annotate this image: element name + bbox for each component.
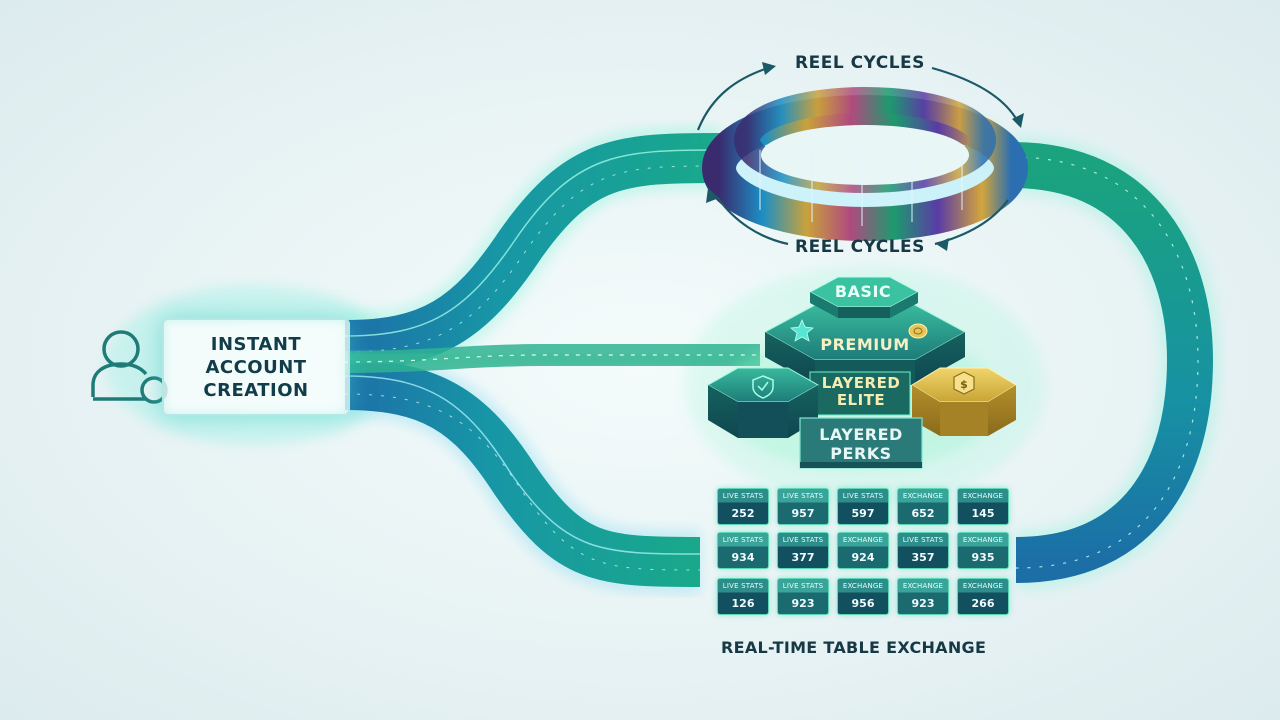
exchange-cell: EXCHANGE 652 — [897, 488, 949, 525]
exchange-cell-value: 357 — [911, 551, 935, 564]
exchange-cell: LIVE STATS 957 — [777, 488, 829, 525]
exchange-cell-value: 935 — [971, 551, 995, 564]
exchange-cell-value: 923 — [791, 597, 815, 610]
exchange-cell: EXCHANGE 923 — [897, 578, 949, 615]
dollar-symbol: $ — [960, 378, 968, 391]
tier-elite-line-1: LAYERED — [821, 374, 901, 392]
exchange-cell-value: 597 — [851, 507, 875, 520]
shield-icon — [752, 375, 774, 399]
exchange-cell-header: EXCHANGE — [842, 536, 884, 544]
user-plus-icon — [91, 330, 148, 401]
exchange-cell-value: 266 — [971, 597, 995, 610]
reel-cycles-bottom-label: REEL CYCLES — [795, 237, 925, 257]
exchange-cell: LIVE STATS 377 — [777, 532, 829, 569]
exchange-cell-header: EXCHANGE — [902, 492, 944, 500]
exchange-cell-header: LIVE STATS — [722, 582, 764, 590]
tier-layered-perks-label: LAYERED PERKS — [800, 425, 922, 463]
account-line-2: ACCOUNT — [205, 356, 307, 378]
exchange-cell-value: 126 — [731, 597, 755, 610]
exchange-cell: EXCHANGE 924 — [837, 532, 889, 569]
exchange-cell-value: 956 — [851, 597, 875, 610]
exchange-cell: EXCHANGE 266 — [957, 578, 1009, 615]
exchange-cell-value: 924 — [851, 551, 875, 564]
middle-flow-path — [344, 338, 760, 379]
exchange-cell-header: EXCHANGE — [962, 492, 1004, 500]
tier-elite-line-2: ELITE — [836, 391, 886, 409]
exchange-cell: LIVE STATS 357 — [897, 532, 949, 569]
exchange-cell-value: 377 — [791, 551, 815, 564]
exchange-cell-value: 252 — [731, 507, 755, 520]
exchange-cell-header: LIVE STATS — [782, 492, 824, 500]
tier-basic-label: BASIC — [834, 282, 892, 301]
exchange-cell-header: LIVE STATS — [782, 536, 824, 544]
exchange-cell-header: EXCHANGE — [842, 582, 884, 590]
reel-cycles-top-label: REEL CYCLES — [795, 53, 925, 73]
exchange-cell-header: LIVE STATS — [782, 582, 824, 590]
exchange-cell-value: 934 — [731, 551, 755, 564]
tier-stack — [706, 276, 1017, 470]
exchange-cell: EXCHANGE 956 — [837, 578, 889, 615]
tier-perks-line-1: LAYERED — [819, 425, 903, 444]
exchange-caption: REAL-TIME TABLE EXCHANGE — [721, 638, 987, 657]
exchange-cell: LIVE STATS 934 — [717, 532, 769, 569]
exchange-cell: LIVE STATS 923 — [777, 578, 829, 615]
exchange-cell-header: LIVE STATS — [902, 536, 944, 544]
exchange-cell-value: 145 — [971, 507, 995, 520]
shield-check-icon — [757, 381, 769, 392]
exchange-cell-value: 652 — [911, 507, 935, 520]
exchange-cell-value: 957 — [791, 507, 815, 520]
exchange-cell: EXCHANGE 145 — [957, 488, 1009, 525]
exchange-cell: LIVE STATS 252 — [717, 488, 769, 525]
exchange-cell: LIVE STATS 126 — [717, 578, 769, 615]
exchange-cell-header: EXCHANGE — [902, 582, 944, 590]
account-line-3: CREATION — [203, 379, 309, 401]
reel-ring — [702, 87, 1028, 241]
exchange-cell-header: LIVE STATS — [722, 492, 764, 500]
lower-flow-path — [344, 353, 701, 594]
exchange-cell-header: LIVE STATS — [842, 492, 884, 500]
tier-premium-label: PREMIUM — [820, 335, 910, 354]
arrow-heads — [706, 62, 1024, 251]
exchange-cell: EXCHANGE 935 — [957, 532, 1009, 569]
tier-layered-elite-label: LAYERED ELITE — [806, 375, 916, 409]
right-loop-path — [1011, 135, 1221, 590]
exchange-cell-header: EXCHANGE — [962, 536, 1004, 544]
tier-perks-line-2: PERKS — [830, 444, 892, 463]
account-creation-box: INSTANT ACCOUNT CREATION — [162, 318, 350, 416]
exchange-cell-header: EXCHANGE — [962, 582, 1004, 590]
exchange-cell: LIVE STATS 597 — [837, 488, 889, 525]
dollar-badge-icon: $ — [953, 371, 975, 395]
exchange-cell-header: LIVE STATS — [722, 536, 764, 544]
exchange-cell-value: 923 — [911, 597, 935, 610]
star-icon — [790, 318, 814, 342]
coin-icon — [908, 323, 928, 339]
upper-flow-path — [344, 126, 721, 377]
account-line-1: INSTANT — [210, 333, 302, 355]
